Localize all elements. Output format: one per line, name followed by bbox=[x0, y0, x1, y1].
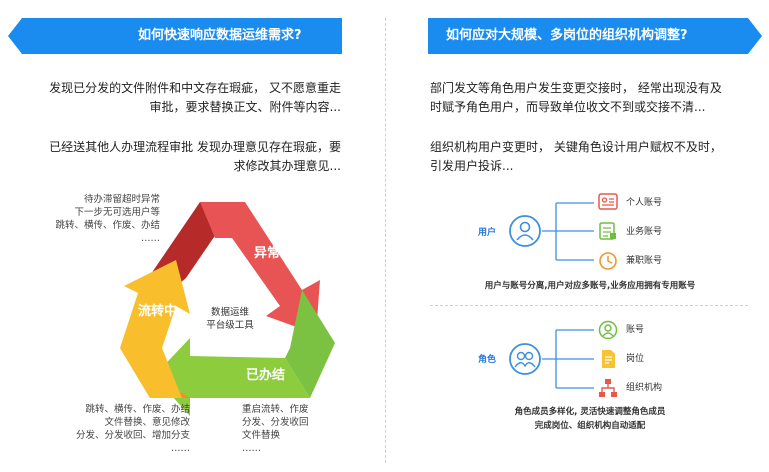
cycle-center-line-1: 数据运维 bbox=[210, 307, 249, 318]
note-bottom-left-line-2: 文件替换、意见修改 bbox=[104, 417, 190, 428]
account-icon bbox=[598, 320, 618, 340]
right-section-divider bbox=[430, 305, 748, 306]
cycle-center-line-2: 平台级工具 bbox=[206, 320, 254, 331]
right-paragraph-1-line-2: 时赋予角色用户，而导致单位收文不到或交接不清... bbox=[430, 100, 706, 114]
cycle-center-label: 数据运维 平台级工具 bbox=[190, 306, 270, 332]
right-paragraph-2: 组织机构用户变更时， 关键角色设计用户赋权不及时， 引发用户投诉... bbox=[430, 138, 760, 176]
right-banner: 如何应对大规模、多岗位的组织机构调整? bbox=[428, 18, 762, 54]
left-paragraph-1: 发现已分发的文件附件和中文存在瑕疵， 又不愿意重走 审批，要求替换正文、附件等内… bbox=[12, 79, 341, 117]
cycle-label-in-progress: 流转中 bbox=[138, 304, 178, 319]
left-paragraph-2-line-1: 已经送其他人办理流程审批 发现办理意见存在瑕疵，要 bbox=[49, 140, 341, 154]
note-bottom-right: 重启流转、作废 分发、分发收回 文件替换 …… bbox=[242, 403, 362, 455]
left-paragraph-1-line-2: 审批，要求替换正文、附件等内容... bbox=[149, 100, 341, 114]
role-caption-line-2: 完成岗位、组织机构自动适配 bbox=[534, 421, 646, 431]
note-bottom-left: 跳转、横传、作废、办结 文件替换、意见修改 分发、分发收回、增加分支 …… bbox=[20, 403, 190, 455]
note-bottom-left-line-3: 分发、分发收回、增加分支 bbox=[75, 430, 190, 441]
note-bottom-right-line-1: 重启流转、作废 bbox=[242, 404, 309, 415]
role-branch-lines bbox=[542, 329, 594, 389]
user-label: 用户 bbox=[478, 228, 497, 238]
right-banner-title: 如何应对大规模、多岗位的组织机构调整? bbox=[446, 28, 688, 43]
left-banner: 如何快速响应数据运维需求? bbox=[8, 18, 342, 54]
right-paragraph-1-line-1: 部门发文等角色用户发生变更交接时， 经常出现没有及 bbox=[430, 81, 722, 95]
right-paragraph-2-line-2: 引发用户投诉... bbox=[430, 159, 514, 173]
cycle-green-arrow bbox=[154, 338, 310, 416]
role-label: 角色 bbox=[478, 355, 497, 365]
note-top-left-line-1: 待办滞留超时异常 bbox=[83, 194, 160, 205]
user-branch-lines bbox=[542, 202, 594, 261]
note-top-left: 待办滞留超时异常 下一步无可选用户等 跳转、横传、作废、办结 …… bbox=[20, 193, 160, 245]
cycle-yellow-arrow bbox=[120, 260, 190, 398]
note-bottom-right-line-2: 分发、分发收回 bbox=[242, 417, 309, 428]
position-icon bbox=[602, 350, 615, 368]
right-banner-shape bbox=[428, 18, 762, 54]
note-bottom-right-line-3: 文件替换 bbox=[242, 430, 281, 441]
role-group-icon bbox=[509, 343, 541, 375]
user-avatar-icon bbox=[509, 215, 541, 247]
business-account-icon bbox=[599, 222, 616, 240]
part-time-account-label: 兼职账号 bbox=[626, 256, 663, 266]
cycle-diagram bbox=[120, 202, 335, 416]
note-top-left-line-2: 下一步无可选用户等 bbox=[74, 207, 160, 218]
role-caption-line-1: 角色成员多样化, 灵活快速调整角色成员 bbox=[514, 407, 666, 417]
cycle-label-abnormal: 异常 bbox=[254, 246, 281, 261]
cycle-red-arrow bbox=[200, 202, 320, 334]
center-divider bbox=[385, 18, 386, 463]
user-block-caption: 用户与账号分离,用户对应多账号,业务应用拥有专用账号 bbox=[484, 281, 696, 291]
note-bottom-left-line-1: 跳转、横传、作废、办结 bbox=[85, 404, 190, 415]
right-paragraph-2-line-1: 组织机构用户变更时， 关键角色设计用户赋权不及时， bbox=[430, 140, 722, 154]
note-bottom-right-line-4: …… bbox=[242, 443, 261, 454]
role-item-account: 账号 bbox=[626, 325, 645, 335]
left-paragraph-2-line-2: 求修改其办理意见... bbox=[233, 159, 341, 173]
left-paragraph-1-line-1: 发现已分发的文件附件和中文存在瑕疵， 又不愿意重走 bbox=[49, 81, 341, 95]
role-item-organization: 组织机构 bbox=[626, 383, 663, 393]
note-top-left-line-4: …… bbox=[141, 233, 160, 244]
personal-account-label: 个人账号 bbox=[626, 198, 663, 208]
left-banner-shape bbox=[8, 18, 342, 54]
left-paragraph-2: 已经送其他人办理流程审批 发现办理意见存在瑕疵，要 求修改其办理意见... bbox=[12, 138, 341, 176]
note-top-left-line-3: 跳转、横传、作废、办结 bbox=[55, 220, 160, 231]
organization-icon bbox=[599, 379, 617, 397]
right-paragraph-1: 部门发文等角色用户发生变更交接时， 经常出现没有及 时赋予角色用户，而导致单位收… bbox=[430, 79, 760, 117]
role-block-caption: 角色成员多样化, 灵活快速调整角色成员 完成岗位、组织机构自动适配 bbox=[430, 405, 750, 433]
cycle-green-segment bbox=[285, 290, 335, 398]
personal-account-icon bbox=[598, 193, 618, 210]
note-bottom-left-line-4: …… bbox=[171, 443, 190, 454]
role-item-position: 岗位 bbox=[626, 354, 645, 364]
cycle-label-done: 已办结 bbox=[246, 368, 286, 383]
part-time-account-icon bbox=[599, 252, 617, 270]
left-banner-title: 如何快速响应数据运维需求? bbox=[138, 28, 302, 43]
business-account-label: 业务账号 bbox=[626, 227, 663, 237]
